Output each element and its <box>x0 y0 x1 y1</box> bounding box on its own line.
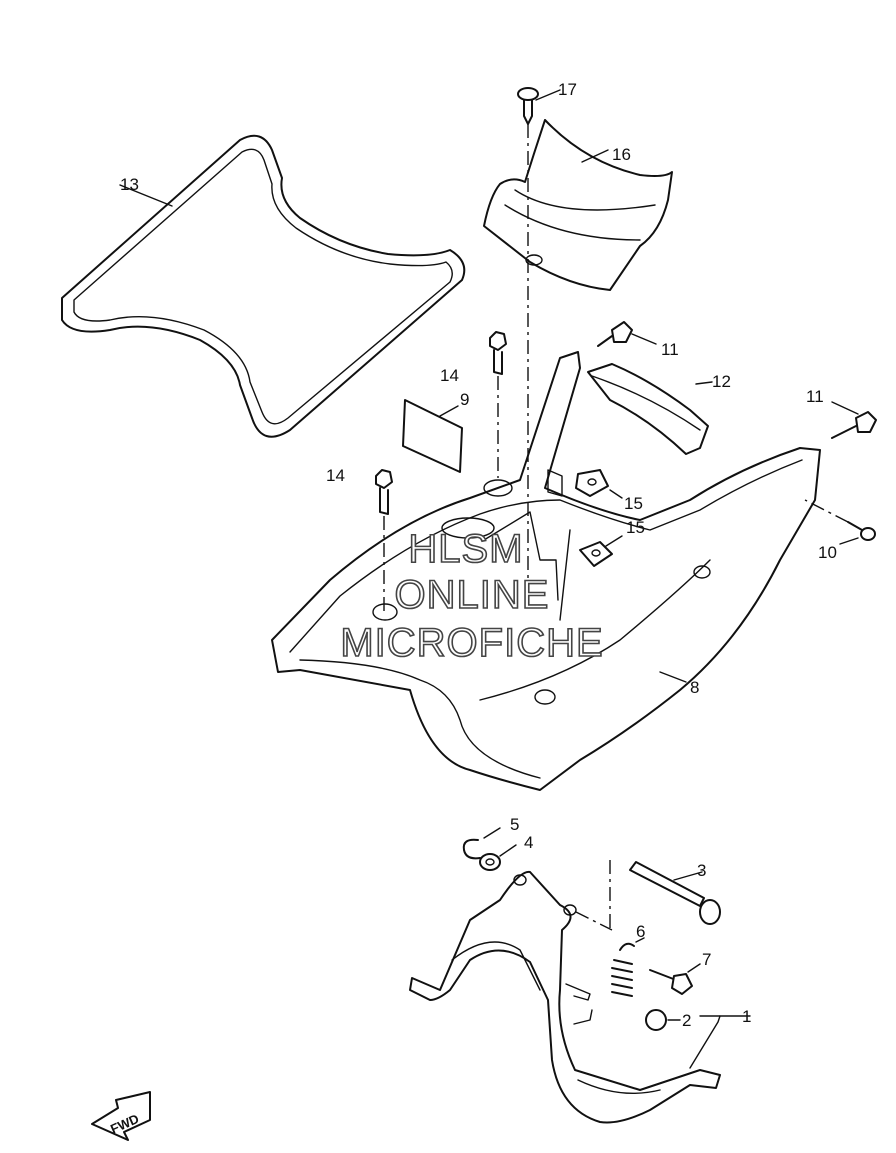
part-15-nut-lower <box>579 535 623 567</box>
watermark-line-2: ONLINE <box>395 573 550 617</box>
part-15-nut-upper <box>547 469 623 499</box>
callout-9: 9 <box>460 390 469 409</box>
part-2-cap <box>645 1009 681 1031</box>
callout-3: 3 <box>697 861 706 880</box>
callout-4: 4 <box>524 833 533 852</box>
part-13-floor-mat <box>61 134 466 438</box>
callout-1: 1 <box>742 1007 751 1026</box>
part-5-clip <box>462 827 501 860</box>
callout-7: 7 <box>702 950 711 969</box>
part-9-pad <box>402 399 463 473</box>
callout-11a: 11 <box>661 340 679 359</box>
part-3-pin <box>629 861 721 925</box>
callout-16: 16 <box>612 145 631 164</box>
part-12-bracket <box>587 363 713 455</box>
callout-6: 6 <box>636 922 645 941</box>
callout-5: 5 <box>510 815 519 834</box>
part-14-bolt-upper <box>489 331 507 478</box>
part-7-bolt <box>649 963 701 995</box>
callout-17: 17 <box>558 80 577 99</box>
callout-11b: 11 <box>806 387 824 406</box>
watermark: HLSM ONLINE MICROFICHE <box>340 526 604 666</box>
callout-8: 8 <box>690 678 699 697</box>
part-17-screw <box>517 87 561 125</box>
part-1-main-stand <box>409 860 751 1124</box>
watermark-line-1: HLSM <box>408 527 523 571</box>
part-6-spring <box>611 937 645 997</box>
part-8-floor-panel <box>271 351 821 791</box>
callout-14b: 14 <box>326 466 345 485</box>
callout-10: 10 <box>818 543 837 562</box>
callout-14a: 14 <box>440 366 459 385</box>
part-16-cover <box>483 119 673 291</box>
callout-12: 12 <box>712 372 731 391</box>
part-11-rivet-upper <box>597 321 657 347</box>
callout-13: 13 <box>120 175 139 194</box>
callout-2: 2 <box>682 1011 691 1030</box>
part-14-bolt-lower <box>375 469 393 612</box>
part-10-screw <box>804 499 876 545</box>
part-11-rivet-right <box>831 401 877 439</box>
fwd-arrow-icon <box>91 1091 151 1141</box>
callout-15b: 15 <box>626 518 645 537</box>
watermark-line-3: MICROFICHE <box>340 621 603 665</box>
callout-15a: 15 <box>624 494 643 513</box>
part-4-washer <box>479 844 517 871</box>
